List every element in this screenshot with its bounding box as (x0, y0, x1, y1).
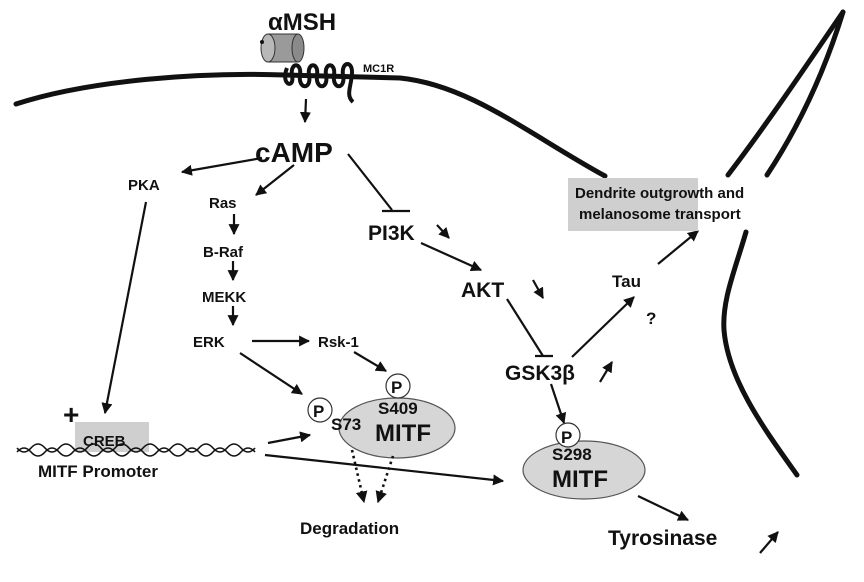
dendrite-outline-left (725, 9, 846, 178)
arrow-tau-dendrite (657, 230, 699, 265)
creb-label: CREB (83, 433, 126, 450)
pka-label: PKA (128, 177, 160, 194)
camp-label: cAMP (255, 137, 333, 168)
cell-outline-right (721, 229, 800, 478)
mc1r-label: MC1R (363, 63, 394, 75)
phospho-s409-icon (385, 373, 411, 399)
braf-label: B-Raf (203, 244, 244, 261)
gsk3b-label: GSK3β (505, 362, 575, 385)
plus-sign: + (63, 399, 79, 430)
rsk1-label: Rsk-1 (318, 334, 359, 351)
arrow-pka-creb (101, 201, 148, 415)
phospho-s73-icon (307, 397, 333, 423)
arrow-promoter-mitf-left (267, 431, 312, 445)
amsh-ligand-icon (260, 33, 305, 63)
dendrite-outline-right (764, 9, 846, 178)
mitf-promoter-label: MITF Promoter (38, 462, 158, 481)
site-s73-label: S73 (331, 415, 361, 434)
akt-down-trend-icon (532, 279, 544, 299)
gsk3b-up-trend-icon (599, 361, 613, 383)
arrow-gsk3b-mitf-s298 (549, 383, 567, 425)
pi3k-down-trend-icon (436, 224, 450, 239)
dendrite-label-line2: melanosome transport (579, 206, 741, 223)
arrow-camp-ras (255, 164, 295, 196)
pi3k-label: PI3K (368, 222, 415, 245)
tau-label: Tau (612, 272, 641, 291)
degradation-label: Degradation (300, 519, 399, 538)
arrow-erk-mitf-s73 (239, 352, 303, 395)
phospho-s298-icon (555, 422, 581, 448)
arrow-mc1r-camp (299, 98, 311, 124)
arrow-promoter-mitf-right (264, 453, 505, 486)
phospho-s298-label: P (561, 428, 572, 447)
mitf-right-node (522, 440, 646, 500)
site-s409-label: S409 (378, 399, 418, 418)
akt-label: AKT (461, 279, 504, 302)
ras-label: Ras (209, 195, 237, 212)
phospho-s409-label: P (391, 378, 402, 397)
dendrite-label-line1: Dendrite outgrowth and (575, 185, 744, 202)
dotted-arrow-degradation-2 (375, 455, 395, 504)
dna-helix-icon (16, 443, 256, 457)
mitf-right-label: MITF (552, 466, 608, 493)
tyrosinase-up-trend-icon (759, 531, 779, 554)
tyrosinase-label: Tyrosinase (608, 527, 717, 550)
tau-question-mark: ? (646, 309, 656, 328)
dotted-arrow-degradation-1 (350, 449, 368, 504)
mitf-left-label: MITF (375, 420, 431, 447)
arrow-rsk1-mitf-s409 (353, 351, 387, 372)
arrow-camp-pka (180, 156, 263, 176)
dendrite-box (568, 178, 698, 231)
mc1r-receptor (283, 62, 355, 104)
arrow-pi3k-akt (420, 241, 483, 272)
inhibit-camp-pi3k (347, 153, 393, 211)
amsh-label: αMSH (268, 9, 336, 36)
arrow-mitf-tyrosinase (637, 495, 689, 521)
inhibit-akt-gsk3b (506, 298, 544, 357)
erk-label: ERK (193, 334, 225, 351)
arrow-gsk3b-tau (571, 296, 635, 358)
site-s298-label: S298 (552, 445, 592, 464)
mekk-label: MEKK (202, 289, 246, 306)
phospho-s73-label: P (313, 402, 324, 421)
